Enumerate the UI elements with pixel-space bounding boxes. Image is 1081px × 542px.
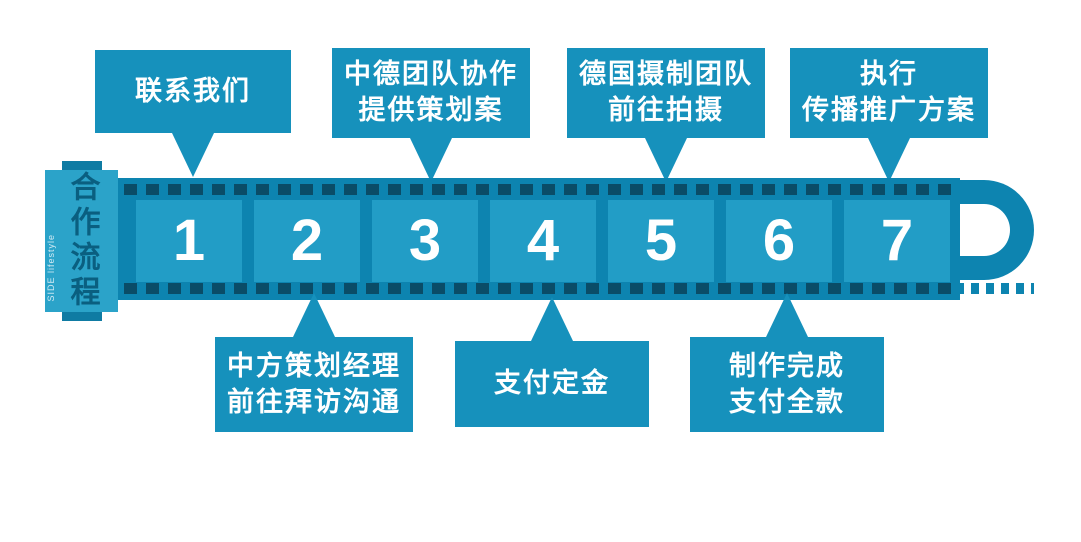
callout-step-6: 制作完成 支付全款 <box>690 293 884 432</box>
callout-step-5: 德国摄制团队 前往拍摄 <box>567 48 765 182</box>
callout-step-2-pointer <box>293 293 335 337</box>
callout-step-1: 联系我们 <box>95 50 291 177</box>
callout-step-3: 中德团队协作 提供策划案 <box>332 48 530 182</box>
callout-step-4-line-1: 支付定金 <box>494 368 610 399</box>
perforation-row-bottom <box>124 283 954 294</box>
step-cell-2: 2 <box>254 200 360 282</box>
step-cells: 1 2 3 4 5 6 7 <box>136 200 950 282</box>
step-cell-7: 7 <box>844 200 950 282</box>
callout-step-6-line-2: 支付全款 <box>729 386 845 417</box>
callout-step-3-line-2: 提供策划案 <box>358 95 504 125</box>
perforation-row-top <box>124 184 954 195</box>
flow-title: 合作流程 <box>65 171 99 311</box>
callout-step-5-line-1: 德国摄制团队 <box>579 59 753 90</box>
callout-step-7: 执行 传播推广方案 <box>790 48 988 182</box>
callout-step-3-line-1: 中德团队协作 <box>344 59 518 90</box>
callout-step-2-line-1: 中方策划经理 <box>227 350 401 381</box>
callout-step-1-line-1: 联系我们 <box>135 75 251 106</box>
step-number-2: 2 <box>290 208 324 273</box>
step-number-1: 1 <box>172 208 206 273</box>
brand-watermark: SIDE lifestyle <box>46 234 56 302</box>
step-number-7: 7 <box>880 208 914 273</box>
step-number-6: 6 <box>762 208 796 273</box>
callout-step-2: 中方策划经理 前往拜访沟通 <box>215 293 413 432</box>
callout-step-7-line-1: 执行 <box>860 59 918 90</box>
callout-step-7-line-2: 传播推广方案 <box>802 95 976 125</box>
callout-step-5-line-2: 前往拍摄 <box>608 95 724 125</box>
step-cell-4: 4 <box>490 200 596 282</box>
step-cell-3: 3 <box>372 200 478 282</box>
callout-step-5-pointer <box>645 138 687 182</box>
callout-step-3-pointer <box>410 138 452 182</box>
dotted-tail <box>956 283 1034 294</box>
callout-step-6-line-1: 制作完成 <box>729 350 845 381</box>
callout-step-4: 支付定金 <box>455 297 649 427</box>
callout-step-7-pointer <box>868 138 910 182</box>
callout-step-1-pointer <box>172 133 214 177</box>
step-number-5: 5 <box>644 208 678 273</box>
step-cell-1: 1 <box>136 200 242 282</box>
step-number-3: 3 <box>408 208 442 273</box>
callout-step-4-pointer <box>531 297 573 341</box>
callout-step-6-pointer <box>766 293 808 337</box>
step-cell-6: 6 <box>726 200 832 282</box>
film-curl <box>958 180 1034 280</box>
step-number-4: 4 <box>526 208 560 273</box>
callout-step-2-line-2: 前往拜访沟通 <box>227 386 401 417</box>
step-cell-5: 5 <box>608 200 714 282</box>
title-tab: 合作流程 SIDE lifestyle <box>45 170 118 312</box>
filmstrip: 1 2 3 4 5 6 7 <box>118 178 960 300</box>
